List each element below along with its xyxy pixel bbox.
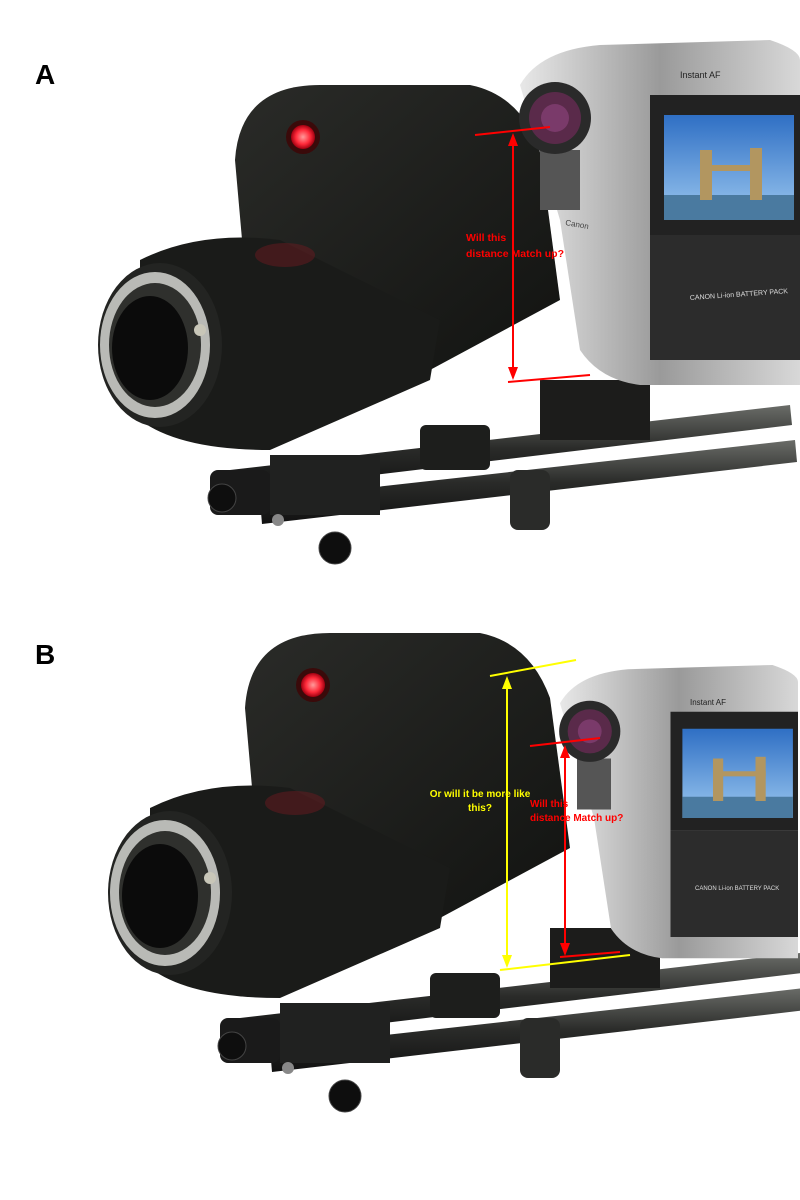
yellow-annotation: Or will it be more like (430, 789, 531, 800)
yellow-measure-lines (489, 659, 631, 971)
red-annotation: Will this (466, 232, 506, 244)
panel-a: A Instant AF Canon CANON Li-ion BATTERY … (35, 40, 800, 565)
battery-label: CANON Li-ion BATTERY PACK (695, 886, 779, 892)
camcorder-brand: Canon (565, 218, 590, 231)
panel-label: A (35, 59, 55, 90)
camcorder-label: Instant AF (680, 70, 721, 80)
red-measure-lines (474, 126, 591, 383)
camcorder-label: Instant AF (690, 698, 726, 707)
panel-b: B Instant AF CANON Li-ion BATTERY PACK O… (35, 632, 800, 1113)
red-annotation: distance Match up? (466, 248, 564, 260)
panel-label: B (35, 639, 55, 670)
camcorder-illustration (519, 40, 800, 385)
red-annotation: distance Match up? (530, 813, 623, 824)
red-measure-lines (529, 737, 621, 958)
yellow-annotation: this? (468, 803, 492, 814)
red-annotation: Will this (530, 799, 569, 810)
camcorder-illustration (559, 665, 798, 959)
